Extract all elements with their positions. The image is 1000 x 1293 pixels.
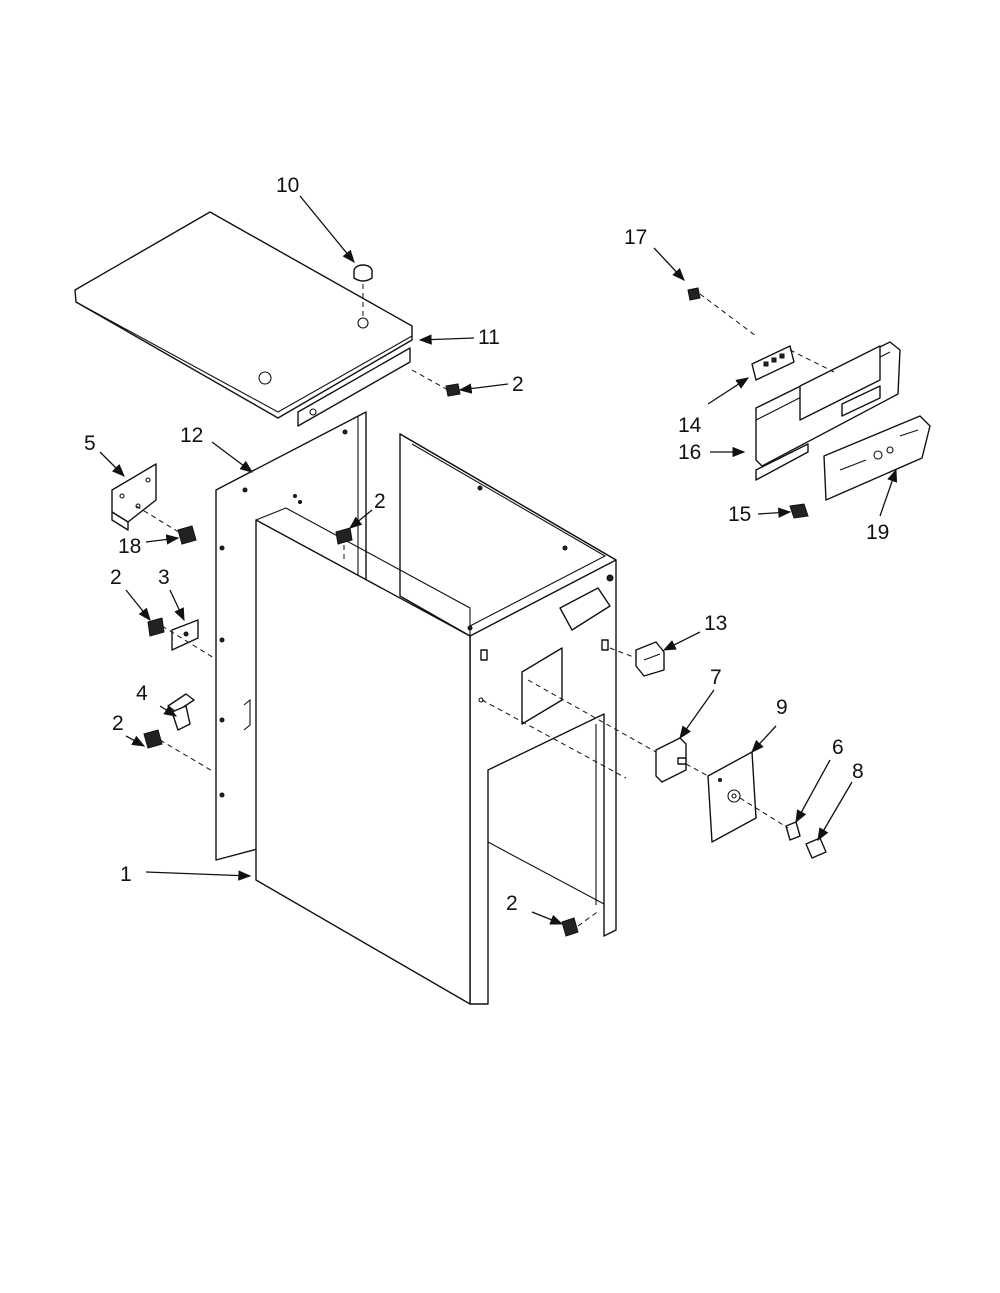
wing-bolt-4 <box>167 693 195 731</box>
callout-1: 1 <box>120 863 132 886</box>
leader-lines <box>99 195 898 925</box>
cabinet-right-side <box>399 433 617 1005</box>
switch-14 <box>751 345 795 381</box>
screw-15 <box>789 503 809 519</box>
screw-2-mid <box>335 527 353 545</box>
callout-14: 14 <box>678 414 702 437</box>
cabinet-front-panel <box>255 507 471 1005</box>
callout-4: 4 <box>136 682 148 705</box>
screw-18 <box>177 525 197 545</box>
bracket-5 <box>111 463 157 531</box>
screw-17 <box>687 287 701 301</box>
callout-9: 9 <box>776 696 788 719</box>
plug-button <box>353 264 373 282</box>
screw-2-top <box>445 383 461 397</box>
callout-11: 11 <box>478 326 500 349</box>
callout-2: 2 <box>506 892 518 915</box>
callout-15: 15 <box>728 503 751 526</box>
callout-16: 16 <box>678 441 701 464</box>
callout-2: 2 <box>512 373 524 396</box>
callout-13: 13 <box>704 612 727 635</box>
screw-2-left-upper <box>147 617 165 637</box>
callout-2: 2 <box>374 490 386 513</box>
bracket-9 <box>707 751 757 843</box>
callout-17: 17 <box>624 226 647 249</box>
bracket-3 <box>171 619 199 651</box>
callout-18: 18 <box>118 535 141 558</box>
latch-13 <box>635 641 665 677</box>
screw-2-left-lower <box>143 729 163 749</box>
callout-2: 2 <box>112 712 124 735</box>
callout-10: 10 <box>276 174 299 197</box>
callout-7: 7 <box>710 666 722 689</box>
callout-3: 3 <box>158 566 170 589</box>
switch-7 <box>655 737 687 783</box>
callout-2: 2 <box>110 566 122 589</box>
screw-2-bottom <box>561 917 579 937</box>
top-panel <box>74 211 413 427</box>
nut-6 <box>785 821 801 841</box>
assembly-lines <box>135 284 835 927</box>
callout-5: 5 <box>84 432 96 455</box>
callout-12: 12 <box>180 424 203 447</box>
overlay-19 <box>823 415 931 501</box>
knob-8 <box>805 837 827 859</box>
callout-19: 19 <box>866 521 889 544</box>
callout-6: 6 <box>832 736 844 759</box>
console-panel-16 <box>755 341 901 481</box>
callout-8: 8 <box>852 760 864 783</box>
